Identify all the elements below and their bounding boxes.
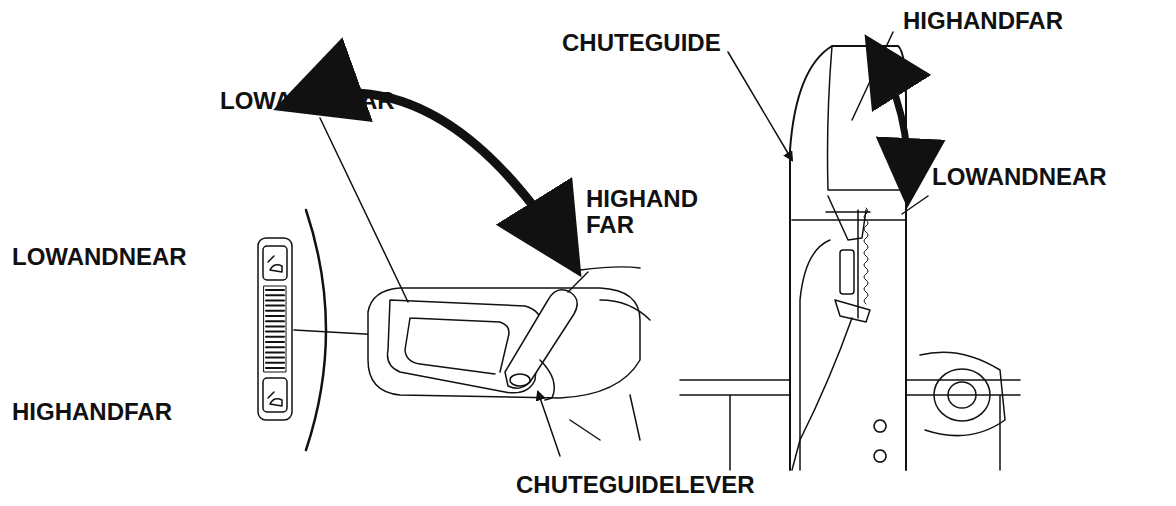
scale-tick — [266, 341, 284, 343]
part-label: CHUTEGUIDELEVER — [516, 472, 755, 498]
scale-tick — [266, 336, 284, 338]
part-label: HIGHANDFAR — [12, 399, 172, 425]
scale-tick — [266, 331, 284, 333]
indicator-plate — [258, 238, 292, 420]
lever-housing — [368, 288, 640, 398]
scale-tick — [266, 362, 284, 364]
scale-tick — [266, 294, 284, 296]
scale-tick — [266, 325, 284, 327]
scale-tick — [266, 305, 284, 307]
scale-tick — [266, 299, 284, 301]
chute-guide — [790, 46, 906, 470]
part-label: LOWANDNEAR — [220, 88, 395, 114]
part-label: CHUTEGUIDE — [562, 30, 721, 56]
part-label: HIGHAND FAR — [586, 186, 698, 238]
scale-tick — [266, 315, 284, 317]
motion-arrow — [872, 46, 908, 194]
scale-tick — [266, 367, 284, 369]
chute-guide-lever — [505, 290, 577, 388]
motion-arrow — [290, 93, 572, 262]
scale-tick — [266, 357, 284, 359]
part-label: LOWANDNEAR — [12, 244, 187, 270]
scale-tick — [266, 310, 284, 312]
scale-tick — [266, 320, 284, 322]
scale-tick — [266, 346, 284, 348]
part-label: HIGHANDFAR — [903, 8, 1063, 34]
scale-tick — [266, 351, 284, 353]
scale-tick — [266, 289, 284, 291]
part-label: LOWANDNEAR — [932, 164, 1107, 190]
